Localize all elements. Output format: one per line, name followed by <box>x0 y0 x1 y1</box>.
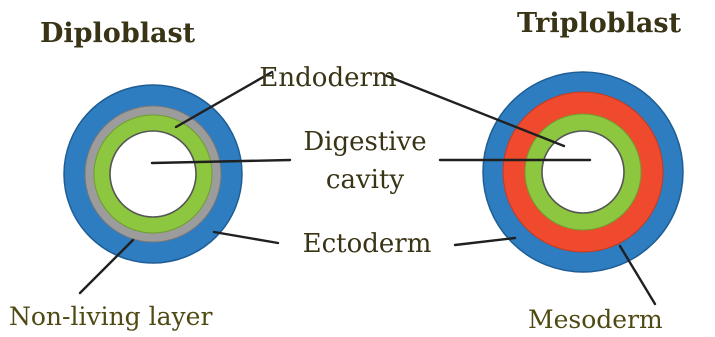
label-endoderm: Endoderm <box>259 63 396 93</box>
triploblast-title: Triploblast <box>517 8 682 39</box>
label-ectoderm: Ectoderm <box>303 229 432 259</box>
triploblast-figure <box>483 72 683 272</box>
diploblast-title: Diploblast <box>40 18 196 49</box>
label-mesoderm: Mesoderm <box>528 305 663 334</box>
label-digestive-line2: cavity <box>326 165 405 195</box>
leader-ectoderm-triplo <box>455 238 515 245</box>
leader-ectoderm-diplo <box>214 232 278 243</box>
diplo-digestive-cavity <box>110 131 196 217</box>
diploblast-figure <box>64 85 242 263</box>
label-nonliving-layer: Non-living layer <box>9 302 212 331</box>
label-digestive-line1: Digestive <box>303 127 426 157</box>
